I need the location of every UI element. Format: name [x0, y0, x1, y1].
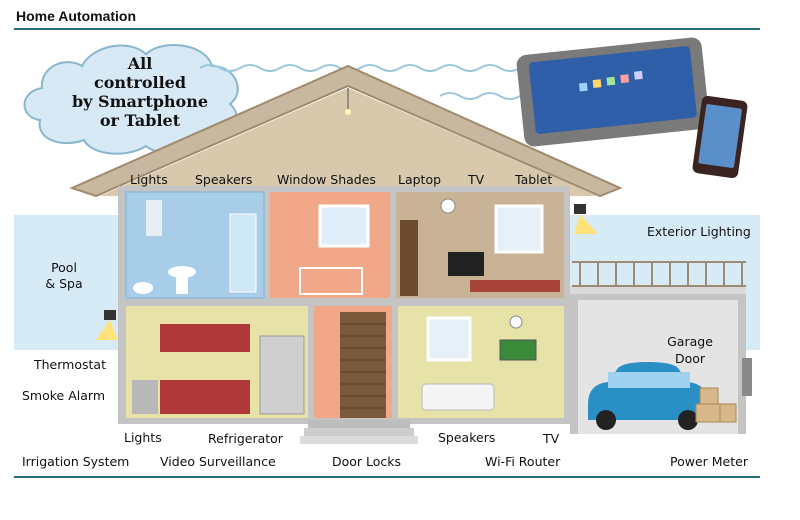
label-ground-tv: TV: [543, 431, 560, 446]
cloud-caption: All controlled by Smartphone or Tablet: [60, 54, 220, 130]
label-attic-tv: TV: [468, 172, 485, 187]
label-laptop: Laptop: [398, 172, 442, 187]
label-tablet: Tablet: [515, 172, 553, 187]
cloud-line: All: [127, 54, 153, 73]
label-garage-line: Garage: [667, 334, 713, 349]
label-pool-line: Pool: [51, 260, 77, 275]
exterior-light-icon: [574, 204, 598, 234]
wireless-signal-icon: [199, 64, 521, 72]
label-video-surveillance: Video Surveillance: [160, 454, 276, 469]
label-exterior-lighting: Exterior Lighting: [647, 224, 751, 239]
label-ground-lights: Lights: [124, 430, 162, 445]
label-attic-lights: Lights: [130, 172, 168, 187]
label-refrigerator: Refrigerator: [208, 431, 283, 446]
label-wifi-router: Wi-Fi Router: [485, 454, 561, 469]
label-attic-speakers: Speakers: [195, 172, 253, 187]
power-meter-icon: [742, 358, 752, 396]
cloud-icon: [23, 43, 239, 155]
label-pool-spa: Pool & Spa: [40, 260, 88, 292]
cloud-line: or Tablet: [99, 111, 181, 130]
label-smoke-alarm: Smoke Alarm: [22, 388, 105, 403]
cloud-line: controlled: [93, 73, 187, 92]
cloud-line: by Smartphone: [71, 92, 209, 111]
label-window-shades: Window Shades: [277, 172, 376, 187]
tablet-icon: [516, 37, 710, 147]
car-icon: [588, 362, 708, 430]
top-divider: [14, 28, 760, 30]
bottom-divider: [14, 476, 760, 478]
roof: [69, 64, 623, 198]
attic: [100, 88, 598, 196]
label-power-meter: Power Meter: [670, 454, 748, 469]
smartphone-icon: [692, 95, 748, 179]
label-pool-line: & Spa: [45, 276, 83, 291]
label-irrigation-system: Irrigation System: [22, 454, 130, 469]
label-garage-line: Door: [674, 351, 706, 366]
label-ground-speakers: Speakers: [438, 430, 496, 445]
label-garage-door: Garage Door: [662, 333, 718, 367]
label-thermostat: Thermostat: [34, 357, 106, 372]
page-title: Home Automation: [16, 8, 137, 24]
pool-light-icon: [96, 310, 118, 340]
label-door-locks: Door Locks: [332, 454, 402, 469]
